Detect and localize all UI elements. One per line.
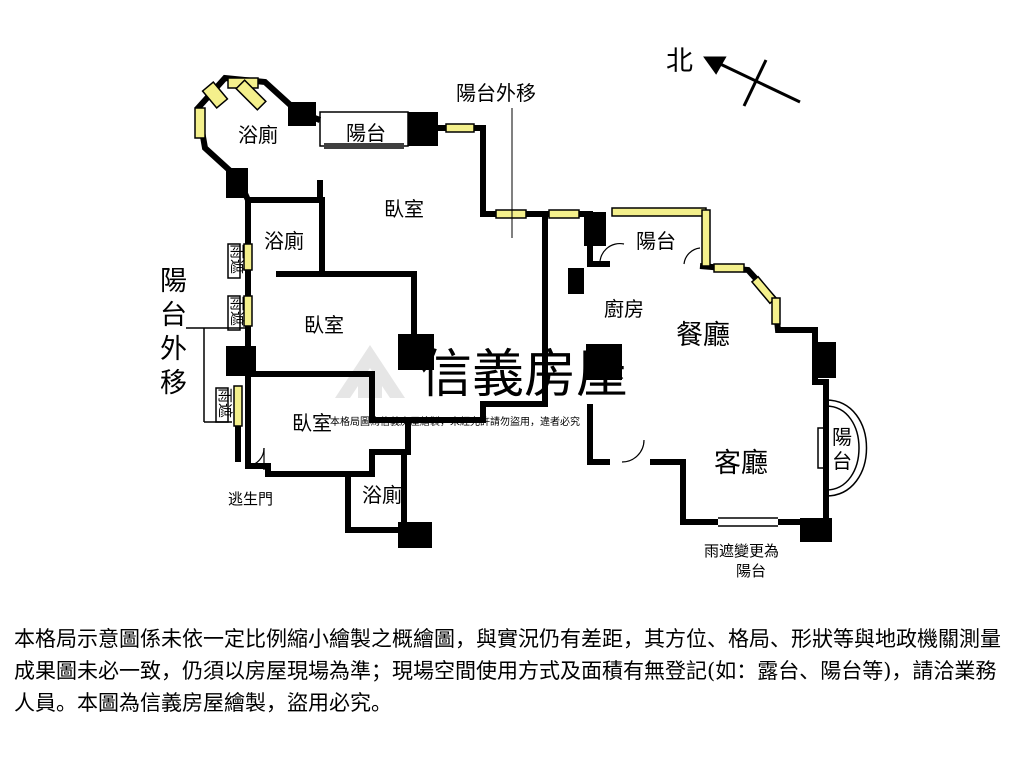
label-canopy-line1: 雨遮變更為: [704, 542, 779, 560]
room-bedroom-low: 臥室: [292, 411, 332, 435]
label-canopy-small-2: 雨遮: [228, 296, 246, 326]
wall-bedroom-low-top: [248, 371, 408, 423]
room-bedroom-mid: 臥室: [304, 313, 344, 337]
windows: [194, 77, 781, 427]
label-canopy-line2: 陽台: [736, 562, 766, 580]
balcony-outlines: [186, 111, 868, 527]
room-bedroom-main: 臥室: [384, 197, 424, 221]
room-kitchen: 廚房: [604, 297, 644, 321]
label-balcony-shift-left-1: 陽: [160, 266, 187, 297]
wall-right-unit-left: [542, 214, 815, 525]
room-balcony-right: 陽台: [636, 229, 676, 253]
disclaimer-text: 本格局示意圖係未依一定比例縮小繪製之概繪圖，與實況仍有差距，其方位、格局、形狀等…: [14, 627, 1001, 715]
wall-left-unit-lower: [235, 176, 548, 477]
label-canopy-small-3: 雨遮: [216, 388, 234, 418]
north-arrow-icon: [703, 56, 801, 107]
north-label: 北: [666, 46, 693, 77]
floor-plan: 信義房屋 本格局圖為信義房屋繪製，未經允許請勿盜用，違者必究: [160, 46, 868, 580]
columns: [226, 102, 836, 548]
label-canopy-small-1: 雨遮: [228, 244, 246, 274]
room-bath-low: 浴廁: [362, 483, 402, 507]
room-bath-mid: 浴廁: [264, 229, 304, 253]
wall-bath-low: [345, 452, 407, 533]
room-dining: 餐廳: [676, 320, 730, 351]
wall-right-upper: [699, 263, 829, 522]
label-balcony-shift-top: 陽台外移: [456, 81, 536, 105]
label-balcony-shift-left-4: 移: [160, 368, 187, 399]
room-balcony-top: 陽台: [346, 121, 386, 145]
label-balcony-shift-left-3: 外: [160, 334, 187, 365]
room-bath-top: 浴廁: [238, 123, 278, 147]
room-balcony-round-char1: 陽台: [832, 425, 852, 473]
wall-bedroom-mid-top: [276, 271, 417, 338]
room-living: 客廳: [714, 448, 768, 479]
door-swings: [247, 242, 701, 470]
label-balcony-shift-left-2: 台: [160, 300, 187, 331]
label-escape-door: 逃生門: [228, 490, 273, 508]
